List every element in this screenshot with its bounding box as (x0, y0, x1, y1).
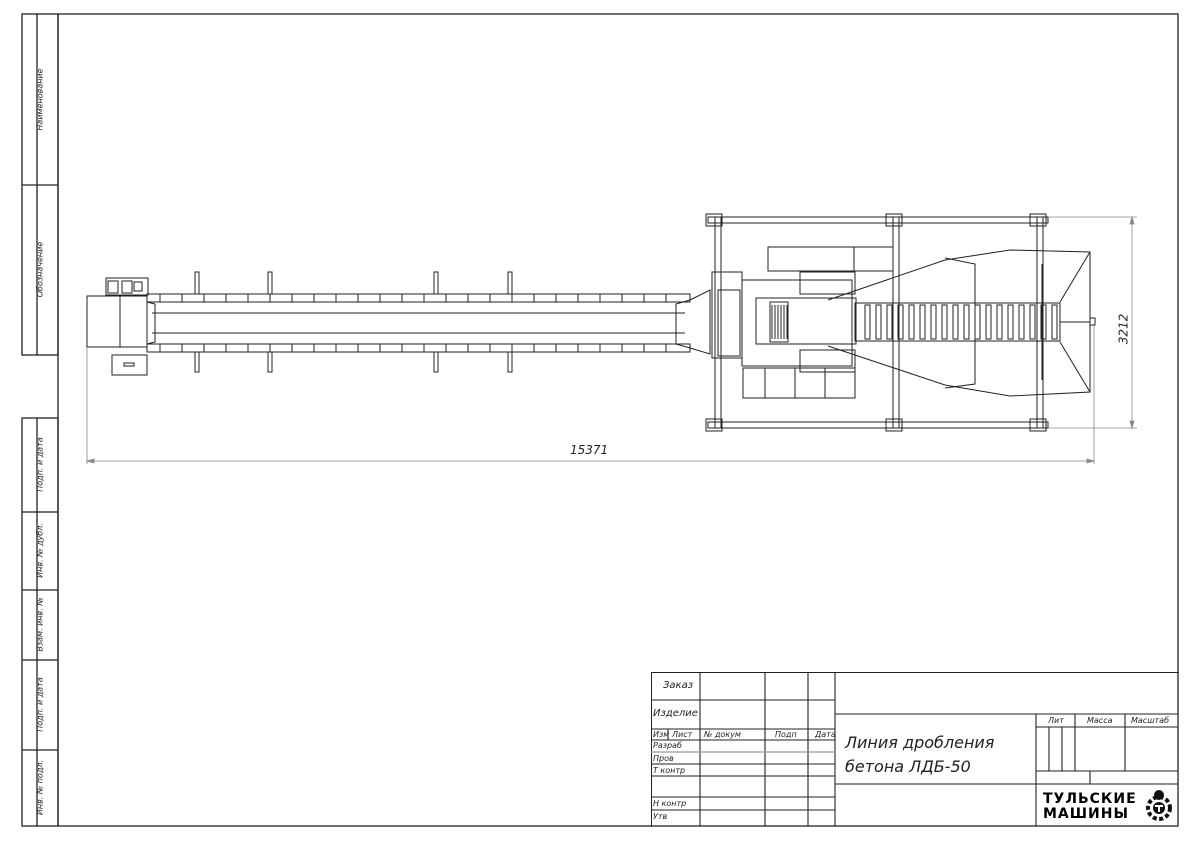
scale-label: Масштаб (1131, 716, 1170, 725)
col-doc-no: № докум (704, 730, 741, 739)
conveyor (86, 271, 691, 376)
conveyor-head-box (86, 295, 148, 348)
belt-slat (897, 304, 904, 340)
drawing-title-line2: бетона ЛДБ-50 (845, 757, 971, 776)
crusher-unit (689, 213, 1096, 432)
belt-slat (930, 304, 937, 340)
belt-slat (908, 304, 915, 340)
belt-slat (886, 304, 893, 340)
logo-line1: ТУЛЬСКИЕ (1043, 791, 1137, 807)
belt-slat (1029, 304, 1036, 340)
lit-label: Лит (1048, 716, 1064, 725)
belt-slat (1018, 304, 1025, 340)
belt-slat (864, 304, 871, 340)
belt-slat (985, 304, 992, 340)
mass-label: Масса (1087, 716, 1113, 725)
belt-slat (974, 304, 981, 340)
conveyor-motor (105, 277, 149, 296)
conveyor-control-box (111, 354, 148, 376)
conveyor-leg (507, 351, 513, 373)
row-developed: Разраб (653, 741, 682, 750)
belt-slat (941, 304, 948, 340)
row-norm-control: Н контр (653, 799, 687, 808)
title-block (651, 672, 1179, 827)
order-label: Заказ (663, 680, 694, 691)
belt-slat (1040, 304, 1047, 340)
conveyor-leg (507, 271, 513, 295)
product-label: Изделие (653, 708, 698, 719)
belt-slat (1051, 304, 1058, 340)
row-tech-control: Т контр (653, 766, 686, 775)
crusher-motor (742, 367, 856, 399)
conveyor-leg (194, 351, 200, 373)
row-checked: Пров (653, 754, 674, 763)
dimension-lines (85, 215, 1137, 464)
row-approved: Утв (653, 812, 668, 821)
conveyor-leg (433, 271, 439, 295)
logo-line2: МАШИНЫ (1043, 806, 1130, 822)
belt-slat (919, 304, 926, 340)
belt-slat (875, 304, 882, 340)
drawing-title-line1: Линия дробления (845, 733, 995, 752)
col-sheet: Лист (672, 730, 693, 739)
crusher-top-box (767, 246, 894, 272)
belt-slat (1007, 304, 1014, 340)
belt-slat (996, 304, 1003, 340)
dimension-length: 15371 (570, 443, 609, 457)
belt-slat (952, 304, 959, 340)
gear-logo-icon (1146, 790, 1172, 821)
col-change: Изм (653, 730, 670, 739)
conveyor-leg (194, 271, 200, 295)
belt-slat (963, 304, 970, 340)
col-sign: Подп (775, 730, 797, 739)
conveyor-leg (433, 351, 439, 373)
company-logo: ТУЛЬСКИЕ МАШИНЫ (1040, 788, 1176, 824)
col-date: Дата (815, 730, 836, 739)
